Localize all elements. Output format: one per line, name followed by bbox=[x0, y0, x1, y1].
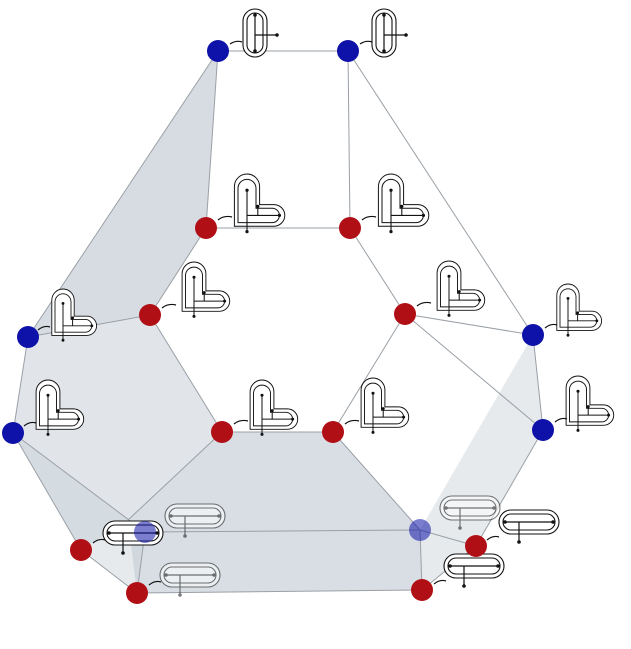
edge bbox=[127, 431, 223, 521]
edge bbox=[136, 589, 423, 594]
edge bbox=[475, 429, 544, 547]
edge bbox=[149, 227, 207, 316]
vertex-blue-hidden bbox=[134, 521, 156, 543]
vertex-red bbox=[70, 539, 92, 561]
edge bbox=[149, 314, 223, 433]
tree-glyph-icon bbox=[436, 260, 486, 318]
vertex-red bbox=[139, 304, 161, 326]
vertex-red bbox=[394, 303, 416, 325]
vertex-red bbox=[195, 217, 217, 239]
edge bbox=[12, 432, 82, 551]
vertex-blue bbox=[337, 40, 359, 62]
tree-glyph-icon bbox=[377, 173, 430, 234]
vertex-blue bbox=[2, 422, 24, 444]
vertices bbox=[2, 40, 554, 604]
tree-glyph-icon bbox=[360, 377, 410, 435]
edge bbox=[332, 313, 406, 433]
tree-glyph-icon bbox=[565, 375, 615, 433]
edge bbox=[347, 50, 534, 336]
edge bbox=[144, 529, 421, 533]
vertex-red bbox=[411, 579, 433, 601]
vertex-red bbox=[211, 421, 233, 443]
tree-glyph-icon bbox=[556, 283, 603, 338]
vertex-blue bbox=[207, 40, 229, 62]
tree-glyph-icon bbox=[233, 173, 286, 234]
edge bbox=[12, 336, 29, 434]
face-bottom-front bbox=[128, 432, 422, 593]
face-left-front bbox=[13, 315, 222, 550]
edge bbox=[347, 50, 351, 229]
vertex-red bbox=[322, 421, 344, 443]
tree-glyph-icon bbox=[443, 553, 505, 589]
vertex-red bbox=[339, 217, 361, 239]
edge bbox=[12, 432, 146, 533]
tree-glyph-icon bbox=[371, 8, 409, 58]
edge bbox=[80, 549, 138, 594]
edge bbox=[349, 227, 406, 315]
edge bbox=[205, 50, 219, 229]
vertex-red bbox=[465, 535, 487, 557]
tree-glyph-icon bbox=[181, 261, 231, 319]
edge bbox=[404, 313, 544, 431]
edge bbox=[404, 313, 534, 336]
vertex-blue bbox=[17, 326, 39, 348]
vertex-blue bbox=[532, 419, 554, 441]
tree-glyph-icon bbox=[498, 509, 560, 545]
vertex-blue bbox=[522, 324, 544, 346]
vertex-blue-hidden bbox=[409, 519, 431, 541]
edges bbox=[12, 50, 544, 594]
edge bbox=[532, 334, 544, 431]
face-right-lower bbox=[420, 335, 543, 590]
tree-glyph-icon bbox=[249, 379, 299, 437]
glyphs bbox=[23, 8, 615, 598]
face-bottom-left bbox=[13, 433, 145, 593]
tree-glyph-icon bbox=[242, 8, 280, 58]
edge bbox=[332, 431, 421, 531]
vertex-red bbox=[126, 582, 148, 604]
